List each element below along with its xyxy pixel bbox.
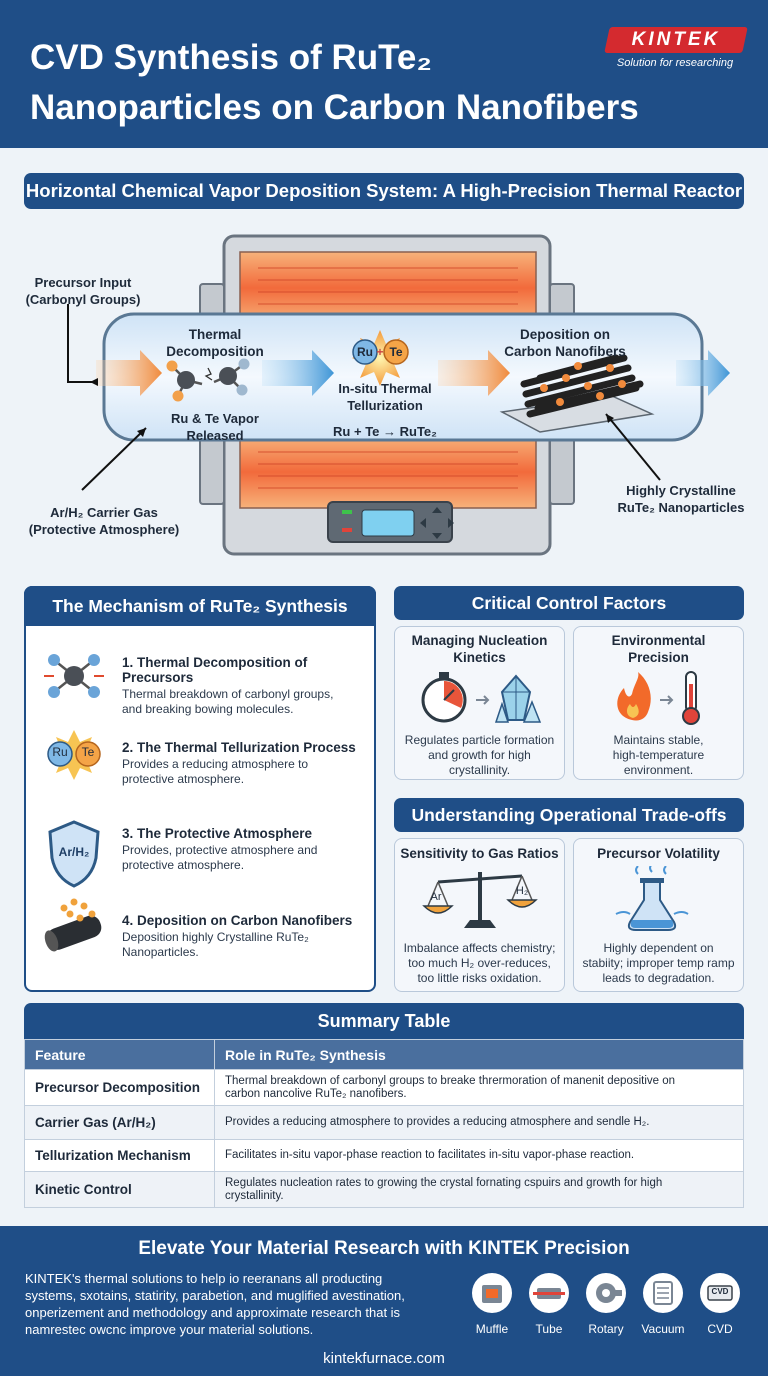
mechanism-item-2: 2. The Thermal Tellurization Process Pro… bbox=[122, 740, 356, 786]
shield-icon: Ar/H₂ bbox=[58, 845, 90, 859]
mechanism-item-4: 4. Deposition on Carbon Nanofibers Depos… bbox=[122, 913, 353, 959]
gas-ratio-desc: Imbalance affects chemistry;too much H₂ … bbox=[403, 941, 556, 985]
plus-symbol: + bbox=[376, 345, 384, 359]
product-label-tube[interactable]: Tube bbox=[535, 1322, 563, 1336]
table-row: Kinetic Control Regulates nucleation rat… bbox=[24, 1171, 744, 1208]
table-row: Carrier Gas (Ar/H₂) Provides a reducing … bbox=[24, 1105, 744, 1140]
footer-url-link[interactable]: kintekfurnace.com bbox=[323, 1350, 445, 1367]
control-icons bbox=[421, 671, 700, 725]
summary-table: Feature Role in RuTe₂ Synthesis Precurso… bbox=[24, 1039, 744, 1208]
control-title: Critical Control Factors bbox=[394, 586, 744, 620]
environment-card bbox=[573, 626, 744, 780]
tube-furnace-icon[interactable] bbox=[529, 1273, 569, 1313]
mechanism-item-1: 1. Thermal Decomposition of Precursors T… bbox=[122, 655, 334, 716]
label-carrier-gas: Ar/H₂ Carrier Gas(Protective Atmosphere) bbox=[28, 505, 180, 537]
tradeoffs-title: Understanding Operational Trade-offs bbox=[394, 798, 744, 832]
label-precursor-input: Precursor Input(Carbonyl Groups) bbox=[25, 275, 141, 307]
footer-body: KINTEK's thermal solutions to help io re… bbox=[25, 1271, 405, 1337]
summary-header-feature: Feature bbox=[24, 1039, 215, 1070]
product-label-cvd[interactable]: CVD bbox=[707, 1322, 733, 1336]
gas-ratio-title: Sensitivity to Gas Ratios bbox=[400, 846, 559, 861]
summary-title: Summary Table bbox=[24, 1003, 744, 1039]
product-label-vacuum[interactable]: Vacuum bbox=[641, 1322, 685, 1336]
table-row: Precursor Decomposition Thermal breakdow… bbox=[24, 1069, 744, 1106]
muffle-furnace-icon[interactable] bbox=[472, 1273, 512, 1313]
scale-left-label: Ar bbox=[430, 891, 442, 903]
cvd-icon-text: CVD bbox=[711, 1287, 729, 1296]
table-row: Tellurization Mechanism Facilitates in-s… bbox=[24, 1139, 744, 1172]
mechanism-item-3: 3. The Protective Atmosphere Provides, p… bbox=[122, 826, 318, 872]
product-label-muffle[interactable]: Muffle bbox=[475, 1322, 509, 1336]
mechanism-icons bbox=[44, 654, 104, 952]
te-symbol: Te bbox=[389, 345, 403, 359]
cvd-reactor-diagram bbox=[67, 234, 730, 556]
volatility-card bbox=[573, 838, 744, 992]
vacuum-furnace-icon[interactable] bbox=[643, 1273, 683, 1313]
footer-title: Elevate Your Material Research with KINT… bbox=[138, 1238, 630, 1259]
ru-symbol: Ru bbox=[357, 345, 373, 359]
product-label-rotary[interactable]: Rotary bbox=[588, 1322, 624, 1336]
logo-tagline: Solution for researching bbox=[616, 57, 734, 69]
rotary-furnace-icon[interactable] bbox=[586, 1273, 626, 1313]
page-title-line1: CVD Synthesis of RuTe₂ bbox=[30, 38, 432, 77]
mechanism-title: The Mechanism of RuTe₂ Synthesis bbox=[24, 586, 376, 626]
volatility-title: Precursor Volatility bbox=[597, 846, 720, 861]
system-banner: Horizontal Chemical Vapor Deposition Sys… bbox=[24, 173, 744, 209]
page-title-line2: Nanoparticles on Carbon Nanofibers bbox=[30, 88, 639, 127]
logo-text: KINTEK bbox=[631, 29, 721, 50]
cvd-system-icon[interactable] bbox=[700, 1273, 740, 1313]
te-icon-label: Te bbox=[81, 745, 95, 759]
label-reaction: Ru + Te → RuTe₂ bbox=[333, 424, 437, 439]
ru-icon-label: Ru bbox=[52, 745, 68, 759]
summary-header-role: Role in RuTe₂ Synthesis bbox=[214, 1039, 744, 1070]
tradeoff-icons bbox=[422, 866, 689, 931]
scale-right-label: H₂ bbox=[515, 885, 529, 897]
header-bar bbox=[0, 0, 768, 148]
footer-bar bbox=[0, 1226, 768, 1376]
